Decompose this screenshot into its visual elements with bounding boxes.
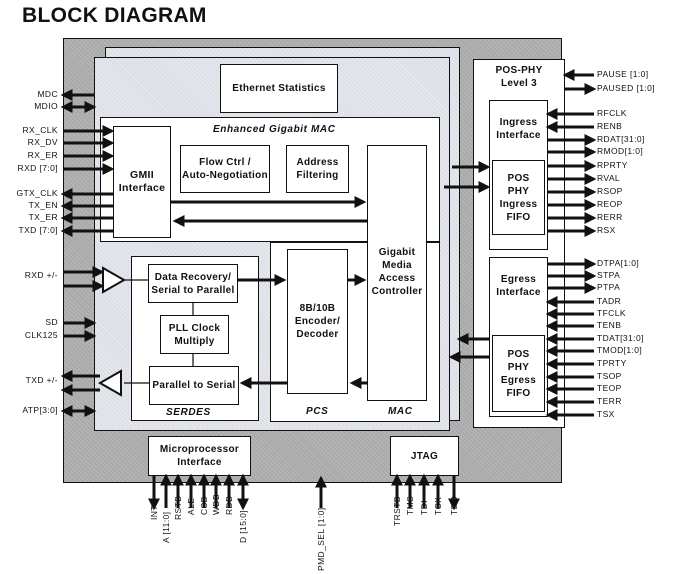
pin-label-rprty: RPRTY	[597, 160, 628, 170]
pin-label-atp-3-0: ATP[3:0]	[22, 405, 58, 415]
pin-label-tmod-1-0: TMOD[1:0]	[597, 345, 643, 355]
pin-label-wdb: WDB	[211, 493, 221, 515]
pin-label-rdat-31-0: RDAT[31:0]	[597, 134, 645, 144]
tx-buffer-icon	[97, 369, 122, 397]
pin-label-terr: TERR	[597, 396, 622, 406]
pin-label-d-15-0: D [15:0]	[238, 509, 248, 543]
pin-label-txd: TXD +/-	[25, 375, 58, 385]
encoder-decoder-block: 8B/10B Encoder/ Decoder	[287, 249, 348, 394]
gmii-interface-block: GMII Interface	[113, 126, 171, 238]
pin-label-sd: SD	[45, 317, 58, 327]
pin-label-paused-1-0: PAUSED [1:0]	[597, 83, 656, 93]
pin-label-tck: TCK	[433, 496, 443, 515]
serdes-caption: SERDES	[166, 407, 211, 418]
pin-label-rmod-1-0: RMOD[1:0]	[597, 146, 644, 156]
pin-label-txd-7-0: TXD [7:0]	[18, 225, 58, 235]
pin-label-ptpa: PTPA	[597, 282, 621, 292]
egress-fifo-block: POS PHY Egress FIFO	[492, 335, 545, 412]
pin-label-rfclk: RFCLK	[597, 108, 627, 118]
pin-label-tdi: TDI	[419, 499, 429, 515]
pin-label-rxd: RXD +/-	[24, 270, 58, 280]
pin-label-rx-dv: RX_DV	[27, 137, 58, 147]
pin-label-tdo: TDO	[449, 495, 459, 515]
pin-label-pause-1-0: PAUSE [1:0]	[597, 69, 649, 79]
pin-label-trstb: TRSTB	[392, 496, 402, 526]
page-title: BLOCK DIAGRAM	[22, 4, 207, 27]
pin-label-tsx: TSX	[597, 409, 615, 419]
pin-label-rval: RVAL	[597, 173, 621, 183]
pin-label-tsop: TSOP	[597, 371, 622, 381]
pin-label-gtx-clk: GTX_CLK	[16, 188, 58, 198]
pin-label-intb: INTB	[149, 499, 159, 521]
jtag-block: JTAG	[390, 436, 459, 476]
ethernet-statistics-block: Ethernet Statistics	[220, 64, 338, 113]
pin-label-mdio: MDIO	[34, 101, 58, 111]
pin-label-dtpa-1-0: DTPA[1:0]	[597, 258, 640, 268]
pin-label-mdc: MDC	[37, 89, 58, 99]
pll-clock-multiply-block: PLL Clock Multiply	[160, 315, 229, 354]
pin-label-rx-er: RX_ER	[27, 150, 58, 160]
pin-label-tenb: TENB	[597, 320, 622, 330]
mac-caption: MAC	[388, 406, 413, 417]
pin-label-rerr: RERR	[597, 212, 623, 222]
pin-label-rsx: RSX	[597, 225, 616, 235]
rx-buffer-icon	[102, 266, 127, 294]
pcs-caption: PCS	[306, 406, 329, 417]
ingress-fifo-block: POS PHY Ingress FIFO	[492, 160, 545, 235]
parallel-to-serial-block: Parallel to Serial	[149, 366, 239, 405]
pin-label-a-11-0: A [11:0]	[161, 511, 171, 543]
pin-label-reop: REOP	[597, 199, 623, 209]
pin-label-rxd-7-0: RXD [7:0]	[17, 163, 58, 173]
gigabit-mac-block: Gigabit Media Access Controller	[367, 145, 427, 401]
pin-label-rsop: RSOP	[597, 186, 623, 196]
pin-label-teop: TEOP	[597, 383, 622, 393]
pin-label-tprty: TPRTY	[597, 358, 627, 368]
pin-label-pmd-sel-1-0: PMD_SEL [1:0]	[316, 507, 326, 571]
pin-label-tfclk: TFCLK	[597, 308, 626, 318]
pin-label-tx-en: TX_EN	[28, 200, 58, 210]
address-filtering-block: Address Filtering	[286, 145, 349, 193]
pin-label-rdb: RDB	[224, 495, 234, 515]
pin-label-stpa: STPA	[597, 270, 621, 280]
flow-ctrl-block: Flow Ctrl / Auto-Negotiation	[180, 145, 270, 193]
pin-label-rx-clk: RX_CLK	[22, 125, 58, 135]
pin-label-renb: RENB	[597, 121, 623, 131]
pin-label-tadr: TADR	[597, 296, 622, 306]
pin-label-rstb: RSTB	[173, 496, 183, 521]
data-recovery-block: Data Recovery/ Serial to Parallel	[148, 264, 238, 303]
pin-label-tms: TMS	[405, 495, 415, 515]
pin-label-ale: ALE	[186, 497, 196, 515]
pin-label-tx-er: TX_ER	[28, 212, 58, 222]
pin-label-clk125: CLK125	[24, 330, 58, 340]
pin-label-tdat-31-0: TDAT[31:0]	[597, 333, 644, 343]
enhanced-mac-caption: Enhanced Gigabit MAC	[213, 124, 336, 135]
pin-label-csb: CSB	[199, 496, 209, 515]
